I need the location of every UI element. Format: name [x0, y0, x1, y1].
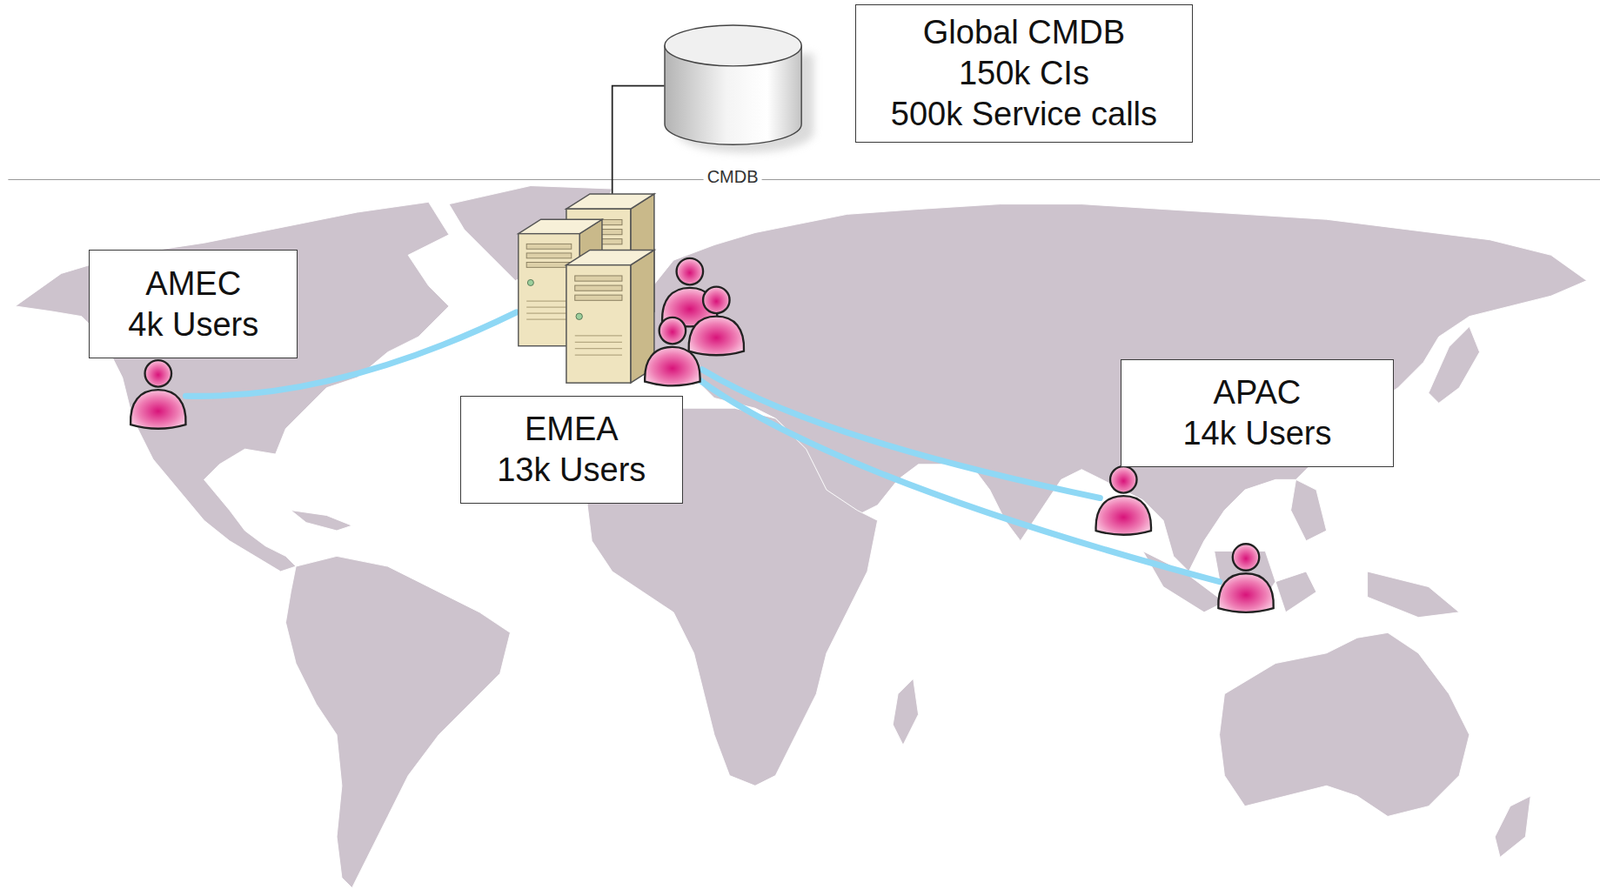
continents [15, 186, 1587, 889]
info-box: Global CMDB150k CIs500k Service calls [855, 4, 1193, 143]
box-heading: AMEC [145, 263, 242, 305]
north-america [15, 201, 449, 572]
south-america [285, 555, 510, 888]
database-cylinder-shape [664, 25, 802, 145]
region-box: EMEA13k Users [460, 395, 683, 504]
new-zealand [1494, 796, 1531, 857]
server-tower [566, 249, 655, 383]
australia [1219, 632, 1470, 817]
user-icon [689, 287, 744, 356]
cylinder-label-group: CMDB [703, 167, 763, 188]
divider-line [7, 179, 1600, 181]
user-icons [130, 258, 1274, 613]
user-icon [644, 317, 700, 387]
box-text: 150k CIs [958, 53, 1090, 94]
box-heading: Global CMDB [923, 12, 1125, 54]
region-box: APAC14k Users [1120, 359, 1394, 468]
user-icon [1218, 543, 1273, 613]
box-text: 13k Users [496, 449, 646, 491]
database-cylinder: CMDB [664, 25, 802, 145]
box-text: 500k Service calls [890, 93, 1158, 135]
user-icon [130, 360, 186, 429]
region-box: AMEC4k Users [88, 249, 298, 358]
box-text: 14k Users [1182, 413, 1332, 455]
database-label: CMDB [703, 167, 763, 188]
box-heading: APAC [1213, 372, 1302, 414]
cmdb-server-wire [612, 86, 665, 210]
japan [1428, 326, 1480, 403]
madagascar [892, 678, 918, 745]
caribbean [290, 510, 352, 531]
box-text: 4k Users [127, 304, 259, 346]
server-cluster [518, 194, 655, 383]
sulawesi [1275, 571, 1317, 613]
philippines [1291, 479, 1327, 541]
box-heading: EMEA [524, 408, 619, 450]
user-icon [1096, 466, 1152, 536]
new-guinea [1367, 571, 1460, 618]
